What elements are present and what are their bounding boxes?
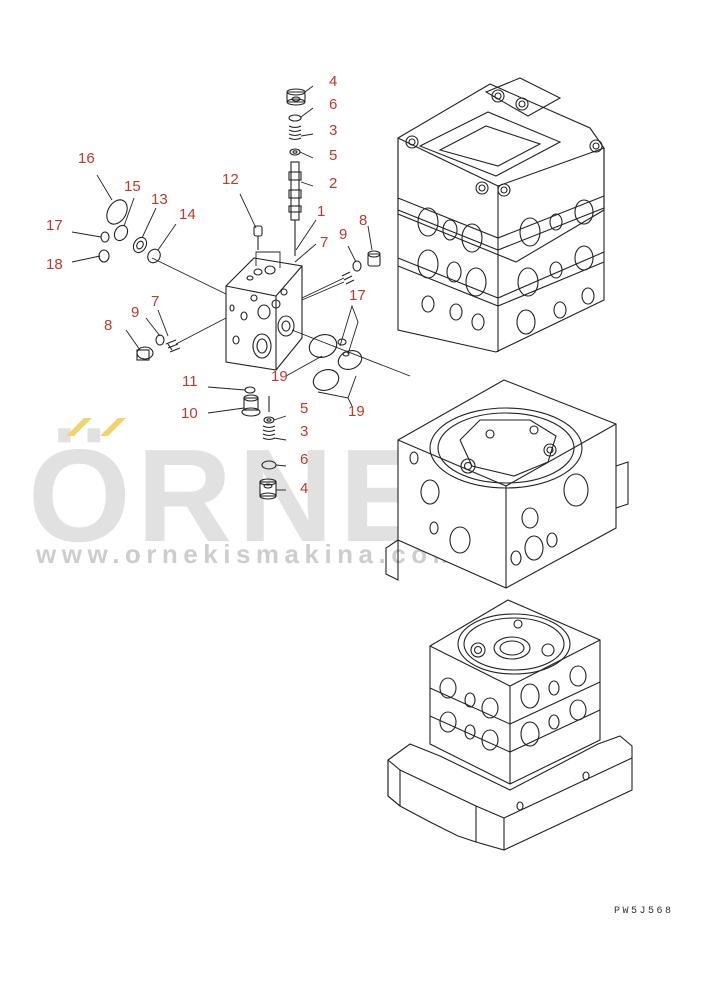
callout-14: 14 <box>179 206 196 223</box>
callout-12: 12 <box>222 171 239 188</box>
callout-9-right: 9 <box>339 226 348 243</box>
callout-3-top: 3 <box>329 122 338 139</box>
callout-2: 2 <box>329 175 338 192</box>
watermark-accent-mark-2 <box>100 418 126 436</box>
callout-3-bot: 3 <box>300 423 309 440</box>
callout-11: 11 <box>182 373 198 390</box>
spool-stack-bottom <box>241 386 277 500</box>
callout-5-top: 5 <box>329 147 338 164</box>
callout-6-top: 6 <box>329 96 338 113</box>
callout-17-left: 17 <box>46 217 63 234</box>
section-plate <box>225 257 303 371</box>
callout-4-bot: 4 <box>300 480 309 497</box>
callout-19-b: 19 <box>348 403 365 420</box>
callout-17-right: 17 <box>349 287 366 304</box>
callout-5-bot: 5 <box>300 400 309 417</box>
callout-8-right: 8 <box>359 212 368 229</box>
valve-assembly-top <box>397 77 605 353</box>
callout-16: 16 <box>78 150 95 167</box>
callout-7-top: 7 <box>320 234 329 251</box>
watermark-accent-mark-1 <box>66 418 92 436</box>
callout-4-top: 4 <box>329 73 338 90</box>
fittings-right <box>308 250 381 391</box>
callout-1: 1 <box>317 203 326 220</box>
drawing-code: PW5J568 <box>614 906 674 917</box>
callout-8-left: 8 <box>104 317 113 334</box>
callout-18: 18 <box>46 256 63 273</box>
callout-6-bot: 6 <box>300 451 309 468</box>
spool-stack-top <box>286 88 306 256</box>
callout-10: 10 <box>181 405 198 422</box>
callout-13: 13 <box>151 191 168 208</box>
leader-lines <box>71 85 411 491</box>
callout-15: 15 <box>124 178 141 195</box>
callout-9-left: 9 <box>131 304 140 321</box>
valve-assembly-bottom <box>387 599 633 851</box>
callout-19-a: 19 <box>271 368 288 385</box>
callout-7-left: 7 <box>151 293 160 310</box>
valve-section-middle <box>385 379 629 589</box>
